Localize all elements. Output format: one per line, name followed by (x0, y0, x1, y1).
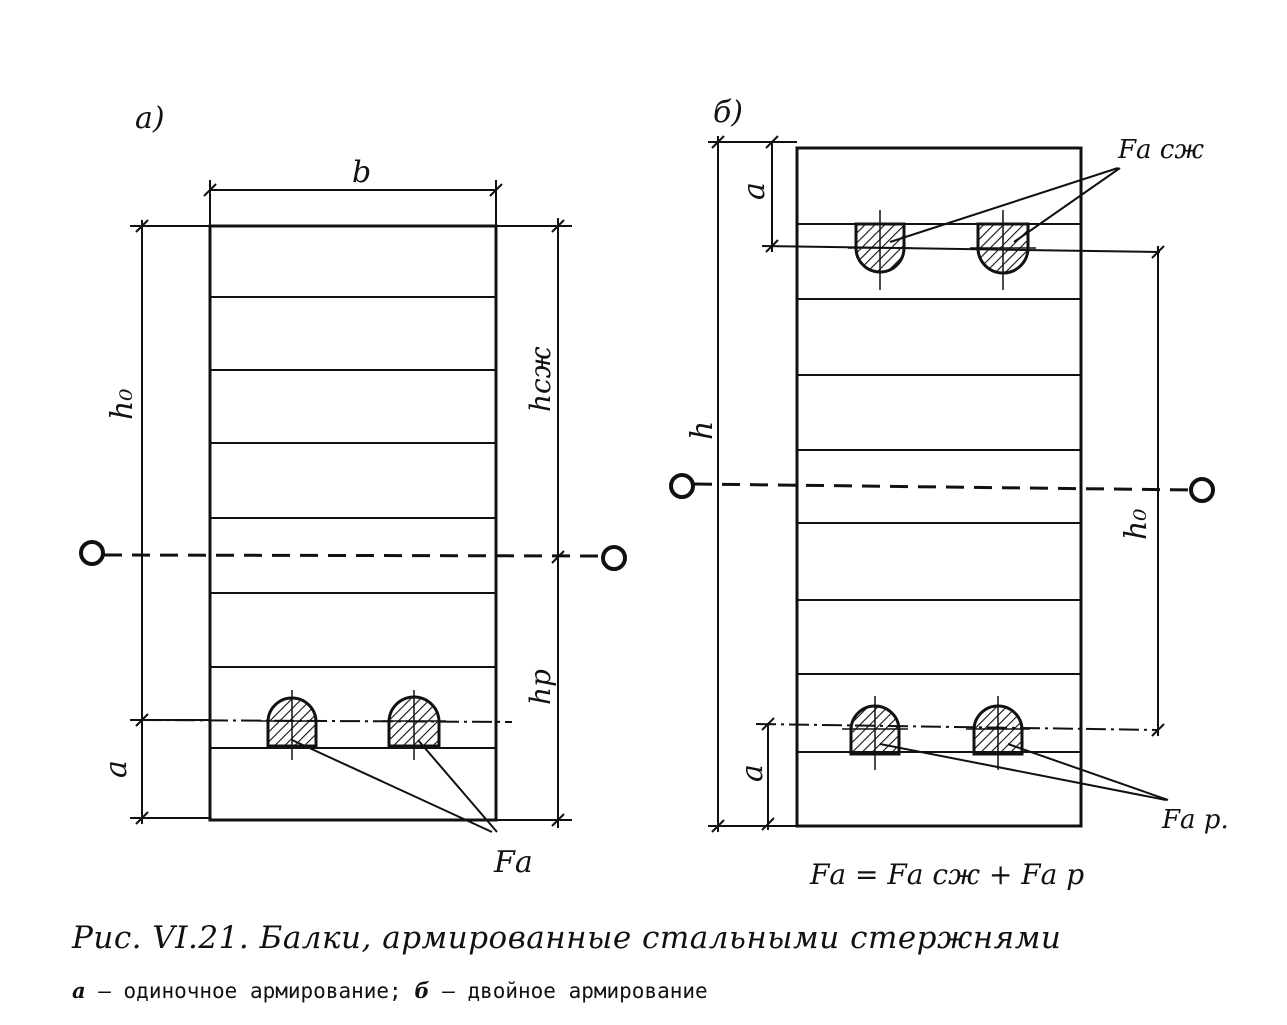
beam-a-outline (208, 224, 498, 822)
figure-caption-legend: а — одиночное армирование; б — двойное а… (72, 978, 708, 1003)
height-label-b: h (685, 421, 720, 440)
right-dimension-a (496, 218, 572, 828)
panel-a-label: а) (135, 101, 165, 136)
beam-a-layers (210, 296, 496, 749)
neutral-axis-marker-right-a (601, 545, 627, 571)
reinforcement-axis-a (141, 719, 513, 723)
top-cover-dimension-b (761, 135, 1161, 253)
effective-depth-label-a: h₀ (105, 389, 140, 420)
tension-rebar-b-1 (842, 696, 908, 770)
leader-lines-tension-b (879, 743, 1169, 801)
left-dimension-b (708, 135, 797, 833)
panel-b-label: б) (713, 95, 743, 130)
neutral-axis-marker-right-b (1189, 477, 1215, 503)
beam-b-outline (795, 146, 1083, 828)
compression-rebar-b-2 (970, 210, 1036, 290)
neutral-axis-marker-left-b (669, 473, 695, 499)
neutral-axis-marker-left-a (79, 540, 105, 566)
panel-b: б) h a (669, 95, 1229, 891)
reinforcement-formula-b: Fа = Fа сж + Fа р (809, 858, 1084, 891)
cover-label-a: a (99, 760, 134, 778)
rebar-a-2 (382, 690, 446, 760)
leader-lines-compression-b (889, 167, 1121, 243)
leader-lines-a (291, 739, 498, 833)
width-label: b (352, 155, 371, 190)
caption-text-a: — одиночное армирование; (85, 979, 415, 1003)
caption-key-b: б (414, 978, 430, 1003)
panel-a: а) b (79, 101, 627, 880)
caption-key-a: а (72, 978, 86, 1003)
width-dimension-a (203, 180, 503, 226)
rebar-a-1 (260, 690, 324, 760)
effective-depth-label-b: h₀ (1119, 509, 1154, 540)
compression-depth-label-a: hсж (524, 346, 557, 412)
reinforcement-label-a: Fа (493, 845, 533, 880)
compression-reinf-label-b: Fа сж (1117, 135, 1204, 165)
left-dimension-a (130, 219, 210, 825)
bottom-cover-label-b: a (735, 764, 770, 782)
neutral-axis-a (103, 553, 605, 558)
tension-depth-label-a: hр (524, 669, 557, 705)
neutral-axis-b (693, 482, 1195, 492)
caption-text-b: — двойное армирование (429, 979, 708, 1003)
tension-rebar-b-2 (966, 696, 1030, 770)
tension-reinf-label-b: Fа р. (1161, 805, 1229, 835)
compression-rebar-b-1 (848, 210, 912, 290)
tension-reinforcement-axis-b (755, 723, 1159, 731)
top-cover-label-b: a (737, 182, 772, 200)
figure-caption-title: Рис. VI.21. Балки, армированные стальным… (72, 920, 1062, 956)
